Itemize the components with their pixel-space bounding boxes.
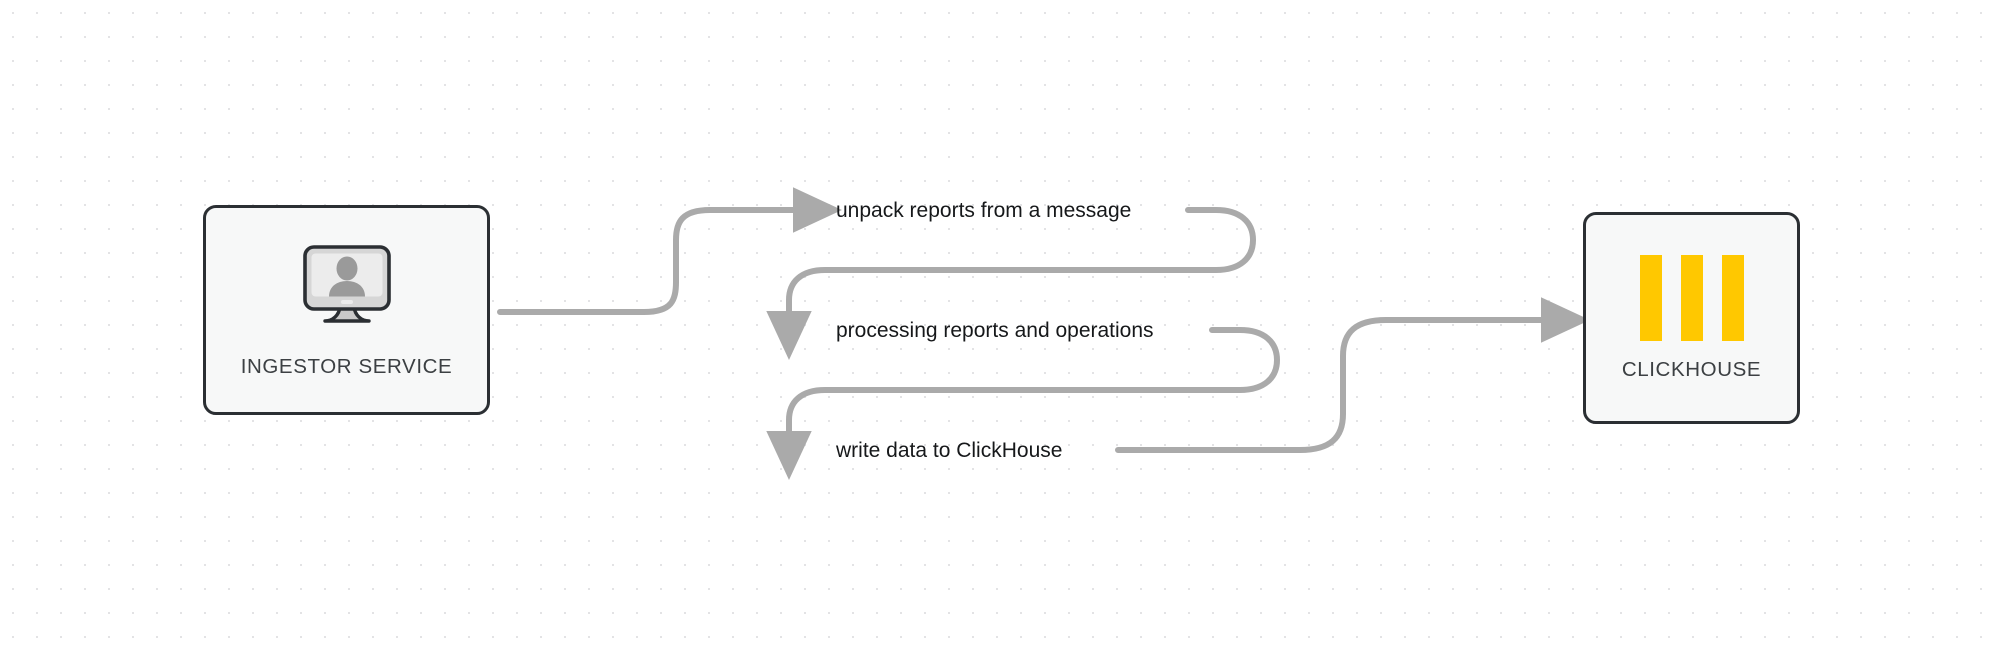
node-clickhouse[interactable]: CLICKHOUSE: [1583, 212, 1800, 424]
edge-label-unpack-reports: unpack reports from a message: [836, 199, 1132, 222]
edge-path-processing-to-write: [766, 327, 1280, 480]
clickhouse-logo-icon: [1639, 254, 1744, 341]
node-label-clickhouse: CLICKHOUSE: [1621, 357, 1762, 381]
clickhouse-bar-1: [1639, 254, 1662, 341]
edge-path-ingestor-to-unpack: [497, 187, 842, 315]
edge-path-unpack-to-processing: [766, 207, 1256, 360]
clickhouse-bar-2: [1680, 254, 1703, 341]
monitor-user-icon: [299, 241, 395, 336]
node-ingestor-service[interactable]: INGESTOR SERVICE: [203, 205, 490, 415]
edge-label-write-data: write data to ClickHouse: [836, 439, 1063, 462]
edge-label-processing-reports: processing reports and operations: [836, 319, 1154, 342]
edge-path-write-to-clickhouse: [1115, 297, 1590, 453]
clickhouse-bar-3: [1721, 254, 1744, 341]
node-label-ingestor-service: INGESTOR SERVICE: [240, 355, 453, 378]
